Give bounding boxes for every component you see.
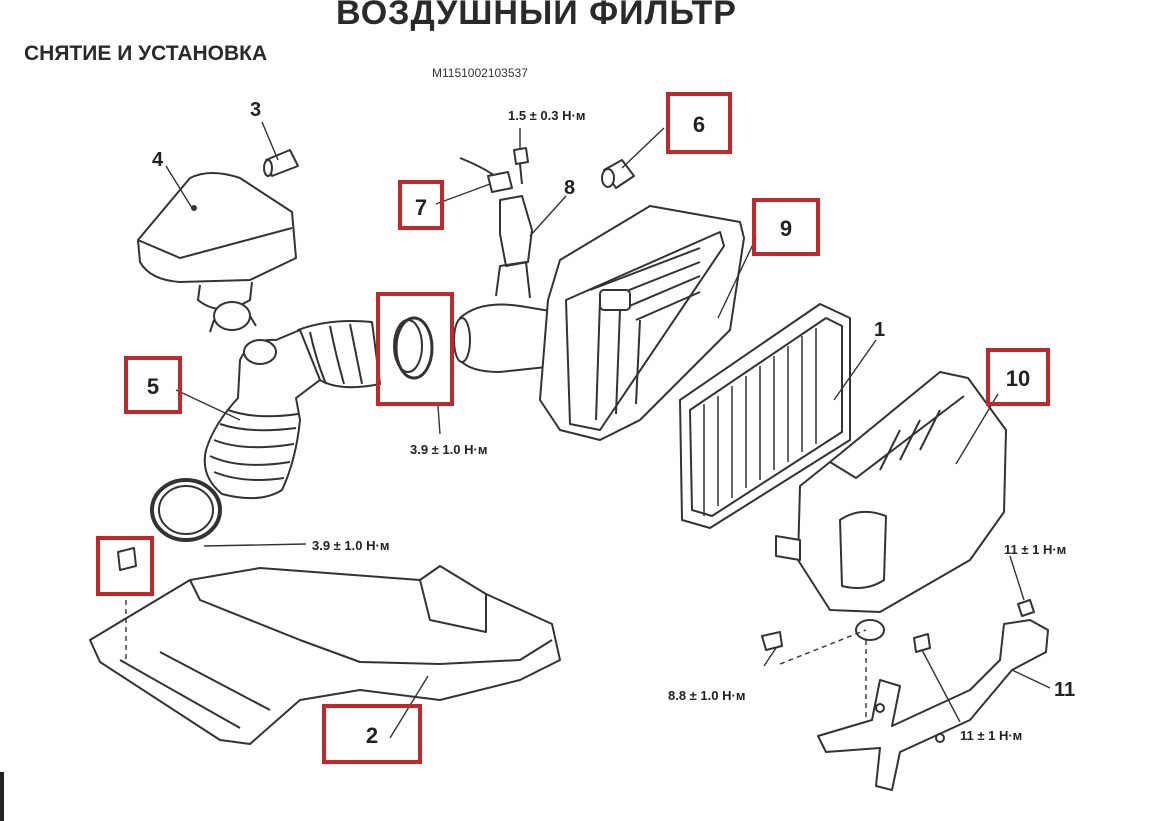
label-part-5: 5 <box>146 374 160 399</box>
label-part-11: 11 <box>1054 679 1076 701</box>
highlight-part-6: 6 <box>666 92 732 154</box>
part-11-bracket <box>817 619 1049 791</box>
bracket-nut-lower <box>913 633 931 653</box>
label-part-10: 10 <box>1005 366 1031 391</box>
torque-bracket-nut-lower: 11 ± 1 Н·м <box>960 728 1023 743</box>
label-part-3: 3 <box>250 99 262 121</box>
part-1-filter-element <box>679 303 851 529</box>
part-7-connector <box>487 171 513 193</box>
label-part-6: 6 <box>692 112 706 137</box>
part-5-intake-hose <box>203 320 381 500</box>
highlight-part-2: 2 <box>322 704 422 764</box>
part-10-lower-housing <box>775 371 1007 641</box>
page-title: ВОЗДУШНЫЙ ФИЛЬТР <box>336 0 737 32</box>
highlight-part-9: 9 <box>752 198 820 256</box>
hose-clamp-lower <box>150 478 222 542</box>
part-6-temp-sensor <box>601 159 635 189</box>
torque-clamp-upper: 3.9 ± 1.0 Н·м <box>410 442 488 457</box>
sensor-bolt <box>513 147 529 185</box>
highlight-part-5: 5 <box>124 356 182 414</box>
torque-bracket-nut-upper: 11 ± 1 Н·м <box>1004 542 1067 557</box>
duct-clip <box>117 547 137 571</box>
highlight-upper-clamp <box>376 292 454 406</box>
label-part-4: 4 <box>152 149 164 171</box>
part-2-air-duct <box>89 565 561 745</box>
bracket-nut-upper <box>1017 599 1035 617</box>
part-3-fitting <box>263 149 299 177</box>
part-4-resonator-cover <box>137 172 297 333</box>
housing-bolt <box>761 631 783 651</box>
label-part-2: 2 <box>365 723 379 748</box>
torque-housing-bolt: 8.8 ± 1.0 Н·м <box>668 688 746 703</box>
torque-sensor-bolt: 1.5 ± 0.3 Н·м <box>508 108 586 123</box>
label-part-1: 1 <box>874 319 886 341</box>
label-part-7: 7 <box>414 195 428 220</box>
highlight-part-10: 10 <box>986 348 1050 406</box>
highlight-part-7: 7 <box>398 180 444 230</box>
page-edge-bar <box>0 772 4 821</box>
label-part-8: 8 <box>564 177 576 199</box>
hose-clamp-upper <box>393 316 434 380</box>
highlight-duct-clip <box>96 536 154 596</box>
torque-clamp-lower: 3.9 ± 1.0 Н·м <box>312 538 390 553</box>
document-id: M1151002103537 <box>432 66 528 80</box>
part-9-upper-housing <box>539 205 745 441</box>
page-subtitle: СНЯТИЕ И УСТАНОВКА <box>24 42 268 65</box>
label-part-9: 9 <box>779 216 793 241</box>
